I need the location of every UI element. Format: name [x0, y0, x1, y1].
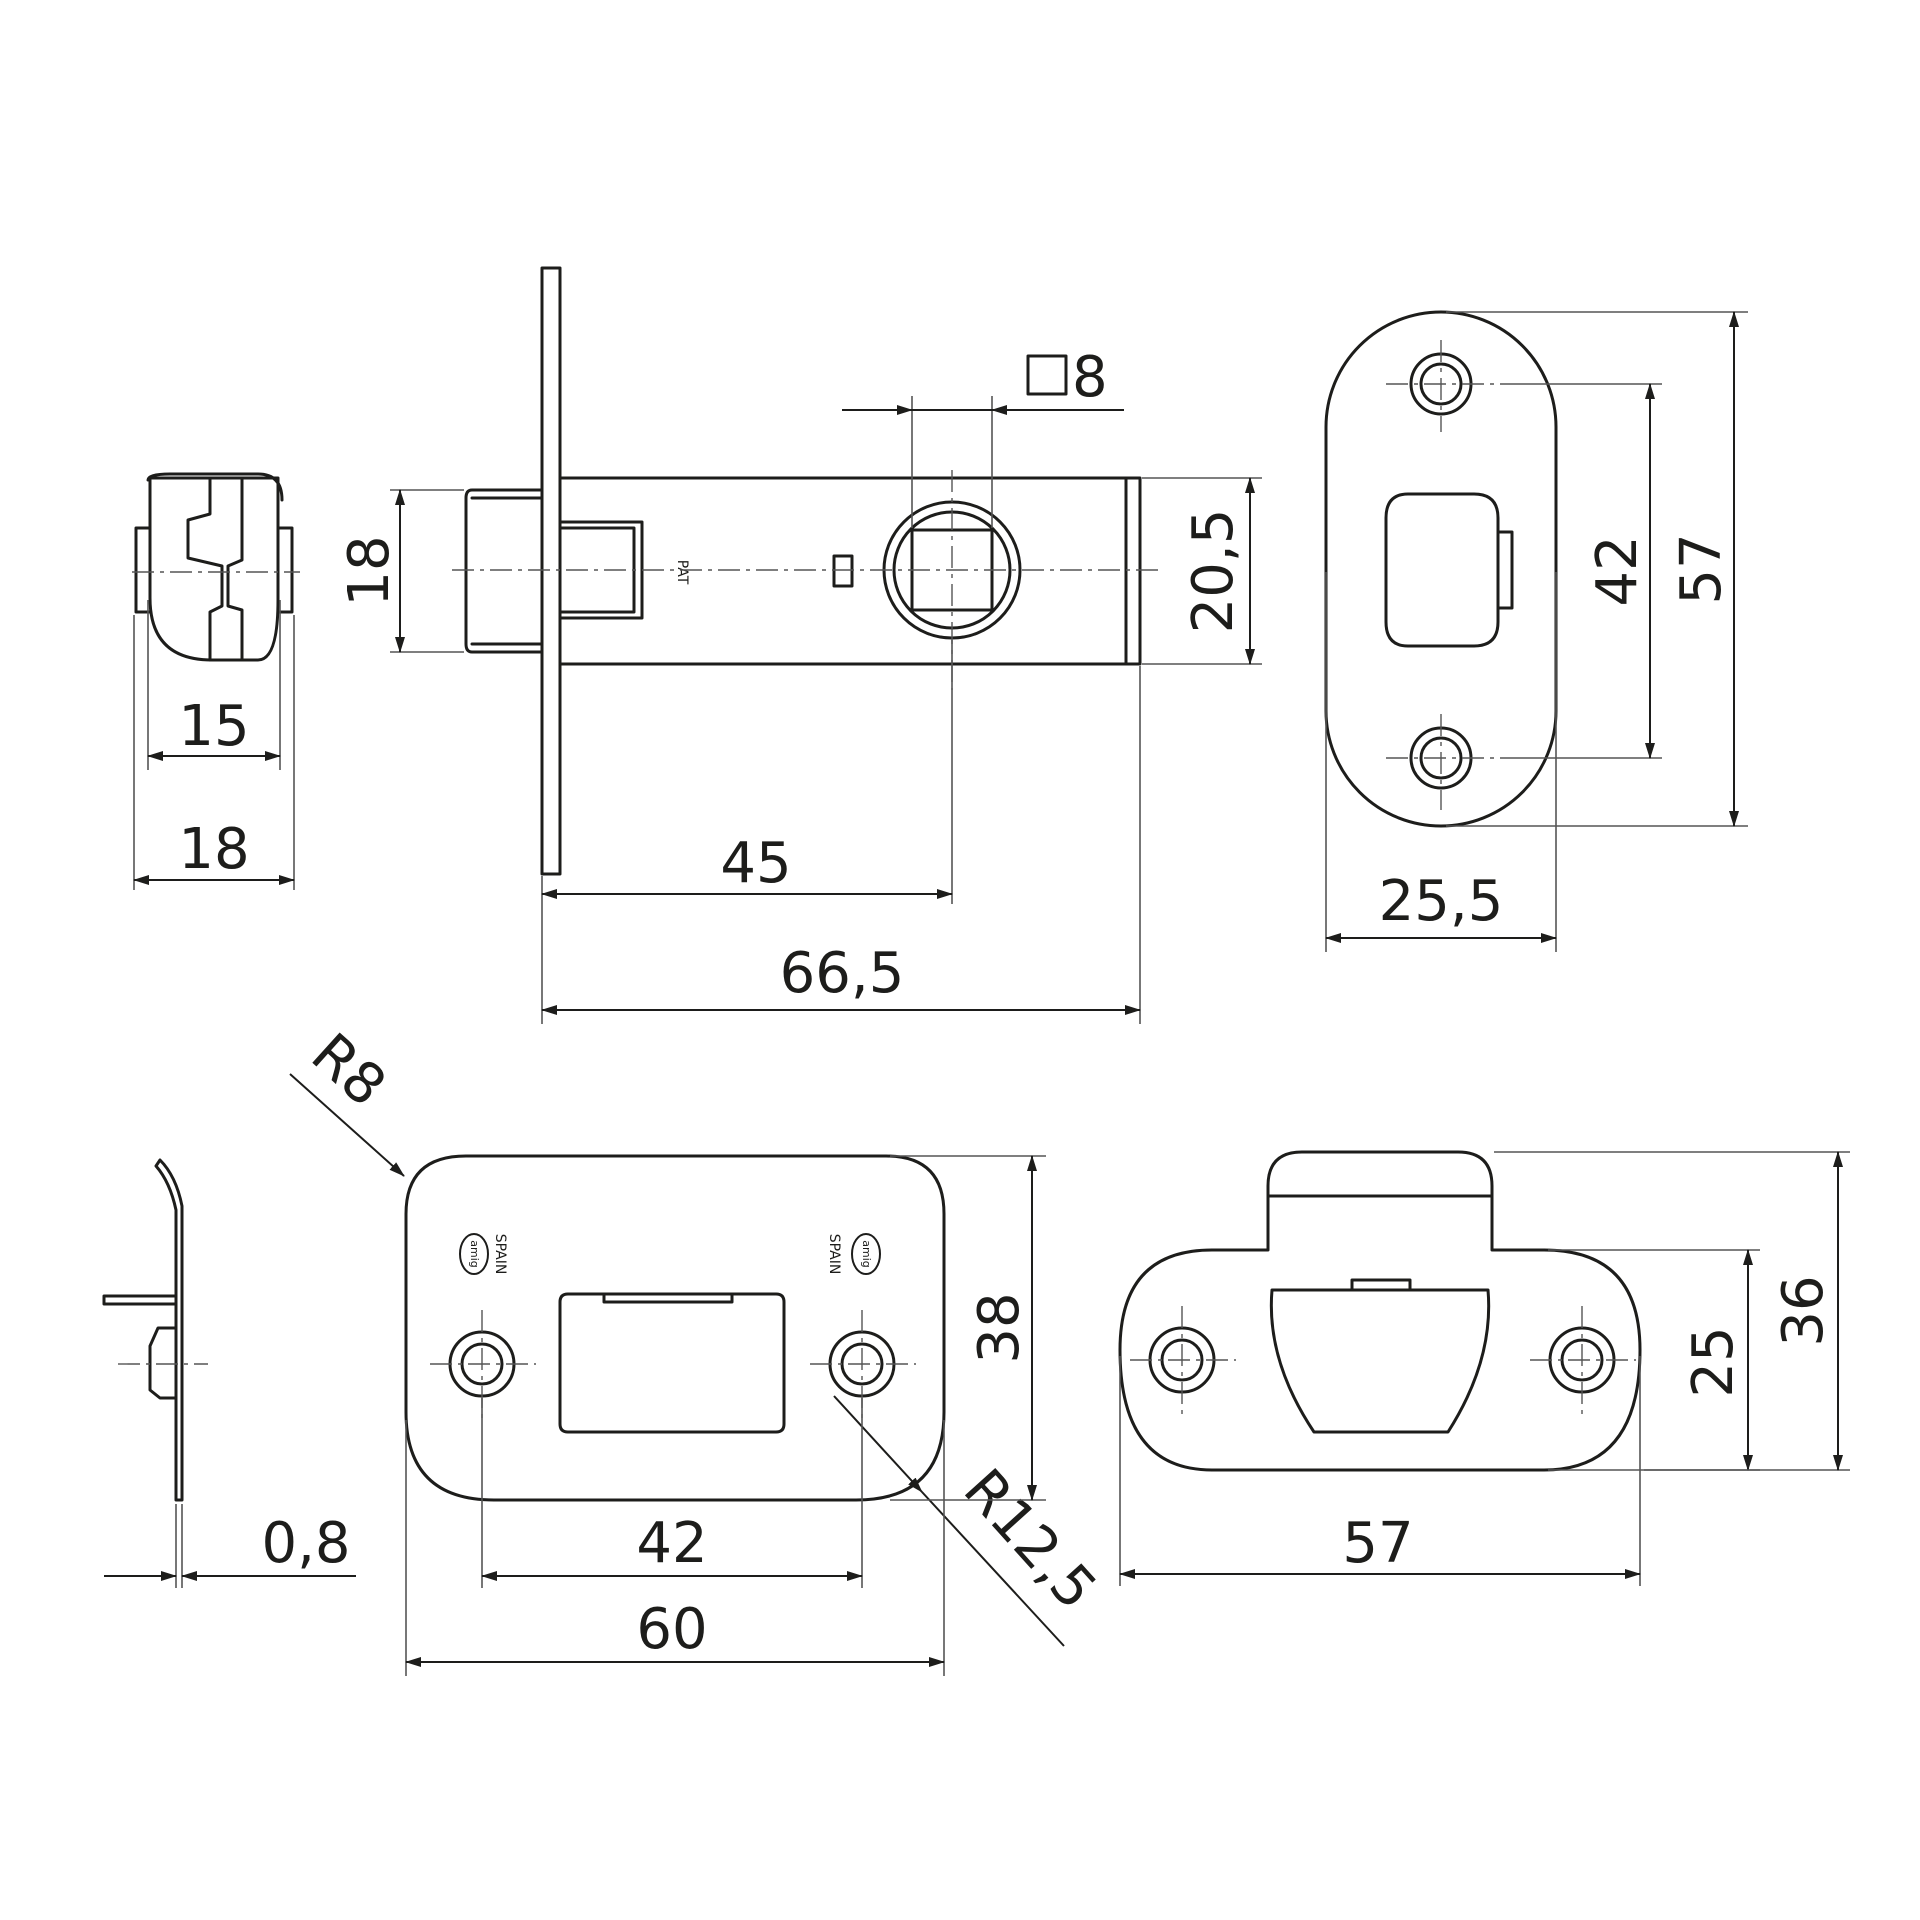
strike-side-lip — [148, 1326, 178, 1400]
latch-body-view: PAT 18 20,5 8 45 66,5 — [337, 266, 1262, 1024]
dim-label-42-strike: 42 — [636, 1511, 707, 1576]
faceplate-hole-top-inner — [1419, 362, 1463, 406]
dim-label-25: 25 — [1681, 1326, 1746, 1397]
strike-plate-opening-lip — [602, 1292, 734, 1304]
strike-box-outline — [1118, 1150, 1642, 1472]
dim-label-57-face: 57 — [1669, 533, 1734, 604]
strike-side-tongue — [102, 1294, 178, 1306]
dim-label-r12-5: R12,5 — [951, 1457, 1109, 1622]
logo-text: amig — [860, 1240, 873, 1268]
dim-label-66-5: 66,5 — [780, 941, 905, 1006]
square-symbol-icon — [1026, 354, 1068, 396]
latch-side-tab-right — [276, 526, 294, 614]
dim-label-60: 60 — [636, 1597, 707, 1662]
faceplate-bolt-opening — [1384, 492, 1500, 648]
latch-side-tab-left — [134, 526, 152, 614]
strike-plate-opening — [558, 1292, 786, 1434]
latch-pat-mark: PAT — [674, 560, 690, 585]
strike-plate-outline — [404, 1154, 946, 1502]
amig-logo-right-icon: amig — [851, 1233, 881, 1275]
latch-side-top — [146, 472, 284, 502]
leader-r12-5-inner — [833, 1395, 923, 1493]
dim-label-r8: R8 — [299, 1021, 398, 1119]
strike-box-view: 25 36 57 — [1118, 1150, 1850, 1586]
latch-side-body — [148, 476, 280, 662]
faceplate-hole-bottom-inner — [1419, 736, 1463, 780]
dim-label-20-5: 20,5 — [1181, 509, 1246, 634]
faceplate-outline — [1324, 310, 1558, 828]
latch-side-notch-right — [226, 476, 244, 662]
latch-bolt — [464, 488, 544, 654]
latch-side-view: 15 18 — [132, 472, 300, 890]
dim-label-15: 15 — [178, 694, 249, 759]
dim-label-42-face: 42 — [1585, 535, 1650, 606]
latch-faceplate — [540, 266, 562, 876]
dim-label-25-5: 25,5 — [1379, 869, 1504, 934]
dim-label-45: 45 — [720, 831, 791, 896]
strike-box-opening — [1269, 1288, 1491, 1434]
dim-label-38: 38 — [967, 1292, 1032, 1363]
latch-side-notch-left — [186, 476, 224, 662]
leader-r12-5-outer — [921, 1491, 1065, 1647]
faceplate-bolt-tab — [1496, 530, 1514, 610]
strike-side-profile — [154, 1158, 184, 1502]
strike-plate-view: amig SPAIN amig SPAIN R8 R12,5 38 42 60 — [289, 1021, 1109, 1676]
leader-r8 — [289, 1073, 405, 1177]
dim-label-18-side: 18 — [178, 817, 249, 882]
dim-label-36: 36 — [1771, 1275, 1836, 1346]
stamp-spain-right: SPAIN — [826, 1234, 842, 1275]
dim-label-0-8: 0,8 — [261, 1511, 350, 1576]
dim-label-57-box: 57 — [1342, 1511, 1413, 1576]
logo-text: amig — [468, 1240, 481, 1268]
stamp-spain-left: SPAIN — [492, 1234, 508, 1275]
strike-side-view: 0,8 — [102, 1158, 356, 1588]
amig-logo-left-icon: amig — [459, 1233, 489, 1275]
faceplate-view: 42 57 25,5 — [1324, 310, 1748, 952]
strike-box-tab — [1350, 1278, 1412, 1292]
dim-label-sq8: 8 — [1072, 345, 1108, 410]
dim-label-18-bolt: 18 — [337, 535, 402, 606]
latch-slot — [832, 554, 854, 588]
latch-case — [558, 476, 1142, 666]
